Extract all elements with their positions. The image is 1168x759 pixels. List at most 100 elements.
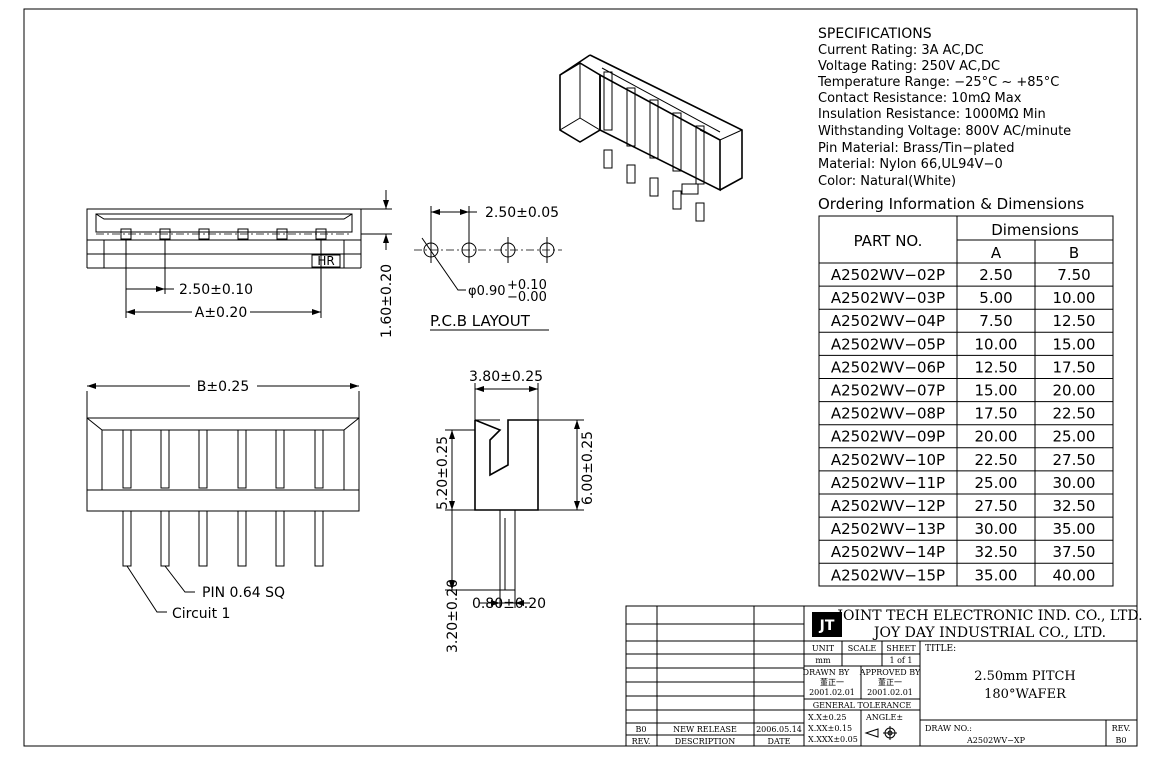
history-date: 2006.05.14 [756, 725, 802, 734]
table-cell-b: 30.00 [1053, 474, 1096, 492]
pcb-pitch: 2.50±0.05 [485, 205, 559, 221]
sheet-value: 1 of 1 [889, 656, 912, 665]
unit-value: mm [815, 656, 831, 665]
tolerance-1: X.X±0.25 [808, 713, 846, 722]
company-logo: JT [812, 612, 842, 637]
table-cell-a: 27.50 [975, 497, 1018, 515]
table-cell-b: 20.00 [1053, 382, 1096, 400]
rev-value: B0 [1116, 736, 1127, 745]
unit-label: UNIT [812, 644, 835, 653]
table-cell-a: 12.50 [975, 358, 1018, 376]
spec-line: Pin Material: Brass/Tin−plated [818, 141, 1014, 156]
col-b: B [1069, 244, 1079, 262]
specifications: SPECIFICATIONS Current Rating: 3A AC,DC … [817, 26, 1084, 213]
tolerance-2: X.XX±0.15 [808, 724, 852, 733]
rev-label: REV. [1112, 724, 1131, 733]
pitch-dimension: 2.50±0.10 [179, 282, 253, 298]
approved-by-date: 2001.02.01 [867, 688, 913, 697]
ordering-title: Ordering Information & Dimensions [818, 195, 1084, 213]
spec-title: SPECIFICATIONS [818, 26, 932, 42]
table-cell-b: 22.50 [1053, 405, 1096, 423]
tolerance-3: X.XXX±0.05 [808, 735, 858, 744]
table-cell-a: 2.50 [979, 266, 1012, 284]
table-cell-b: 7.50 [1057, 266, 1090, 284]
drawn-by-name: 董正一 [820, 677, 844, 687]
table-cell-part-no: A2502WV−09P [831, 428, 945, 446]
table-cell-part-no: A2502WV−13P [831, 520, 945, 538]
table-cell-b: 32.50 [1053, 497, 1096, 515]
isometric-view [559, 54, 743, 222]
table-cell-b: 15.00 [1053, 335, 1096, 353]
spec-line: Withstanding Voltage: 800V AC/minute [818, 124, 1071, 139]
header-date: DATE [768, 737, 791, 746]
table-cell-part-no: A2502WV−14P [831, 543, 945, 561]
spec-line: Material: Nylon 66,UL94V−0 [818, 157, 1003, 172]
table-cell-part-no: A2502WV−15P [831, 566, 945, 584]
pin-width-dimension: 0.80±0.20 [472, 596, 546, 612]
approved-by-label: APPROVED BY [859, 668, 921, 677]
sheet-border [23, 8, 1138, 747]
table-cell-b: 35.00 [1053, 520, 1096, 538]
company-name-1: JOINT TECH ELECTRONIC IND. CO., LTD. [835, 608, 1142, 624]
table-cell-b: 40.00 [1053, 566, 1096, 584]
history-desc: NEW RELEASE [673, 725, 737, 734]
header-description: DESCRIPTION [675, 737, 735, 746]
table-cell-a: 17.50 [975, 405, 1018, 423]
company-name-2: JOY DAY INDUSTRIAL CO., LTD. [872, 625, 1106, 641]
table-cell-b: 17.50 [1053, 358, 1096, 376]
circuit-label: Circuit 1 [172, 606, 230, 622]
table-cell-b: 37.50 [1053, 543, 1096, 561]
front-view: B±0.25 PIN 0.64 SQ Circuit 1 [86, 379, 360, 622]
spec-line: Voltage Rating: 250V AC,DC [818, 59, 1000, 74]
side-view: 3.80±0.25 5.20±0.25 6.00±0.25 3.20±0.20 … [435, 369, 596, 653]
spec-line: Contact Resistance: 10mΩ Max [818, 91, 1022, 106]
col-a: A [991, 244, 1002, 262]
sheet-label: SHEET [886, 644, 916, 653]
pcb-hole-size: φ0.90 [468, 284, 506, 299]
angle-label: ANGLE± [865, 713, 903, 722]
title-label: TITLE: [925, 644, 956, 654]
pcb-hole-tol-minus: −0.00 [507, 290, 547, 305]
table-cell-b: 12.50 [1053, 312, 1096, 330]
spec-line: Current Rating: 3A AC,DC [818, 43, 984, 58]
spec-line: Insulation Resistance: 1000MΩ Min [818, 107, 1046, 122]
general-tolerance: GENERAL TOLERANCE [813, 701, 912, 710]
drawn-by-date: 2001.02.01 [809, 688, 855, 697]
projection-symbol-icon [864, 726, 897, 740]
table-cell-a: 25.00 [975, 474, 1018, 492]
top-view: HR 2.50±0.10 A±0.20 1.60±0.20 [86, 190, 395, 338]
approved-by-name: 董正一 [878, 677, 902, 687]
title-block: B0 NEW RELEASE 2006.05.14 REV. DESCRIPTI… [625, 605, 1143, 747]
side-height-2: 6.00±0.25 [580, 431, 596, 505]
header-rev: REV. [632, 737, 651, 746]
table-cell-a: 15.00 [975, 382, 1018, 400]
title-line-1: 2.50mm PITCH [974, 669, 1076, 684]
table-cell-a: 30.00 [975, 520, 1018, 538]
scale-label: SCALE [848, 644, 877, 653]
pcb-layout-label: P.C.B LAYOUT [430, 312, 531, 330]
table-cell-part-no: A2502WV−10P [831, 451, 945, 469]
side-width-dimension: 3.80±0.25 [469, 369, 543, 385]
table-cell-part-no: A2502WV−08P [831, 405, 945, 423]
table-cell-part-no: A2502WV−04P [831, 312, 945, 330]
hr-mark: HR [317, 254, 334, 268]
table-cell-part-no: A2502WV−05P [831, 335, 945, 353]
side-height-1: 5.20±0.25 [435, 436, 451, 510]
table-cell-part-no: A2502WV−06P [831, 358, 945, 376]
a-dimension: A±0.20 [195, 305, 247, 321]
b-dimension: B±0.25 [197, 379, 250, 395]
pcb-hole-tol-plus: +0.10 [507, 278, 547, 293]
height-dimension: 1.60±0.20 [379, 264, 395, 338]
table-cell-part-no: A2502WV−07P [831, 382, 945, 400]
front-pins [122, 429, 324, 567]
pcb-layout: 2.50±0.05 φ0.90 +0.10 −0.00 P.C.B LAYOUT [414, 205, 562, 331]
side-height-3: 3.20±0.20 [445, 579, 461, 653]
table-cell-b: 27.50 [1053, 451, 1096, 469]
draw-no-label: DRAW NO.: [925, 724, 972, 733]
pcb-holes [423, 237, 555, 263]
table-cell-a: 5.00 [979, 289, 1012, 307]
svg-text:JT: JT [819, 618, 835, 634]
pin-size-label: PIN 0.64 SQ [202, 585, 285, 601]
